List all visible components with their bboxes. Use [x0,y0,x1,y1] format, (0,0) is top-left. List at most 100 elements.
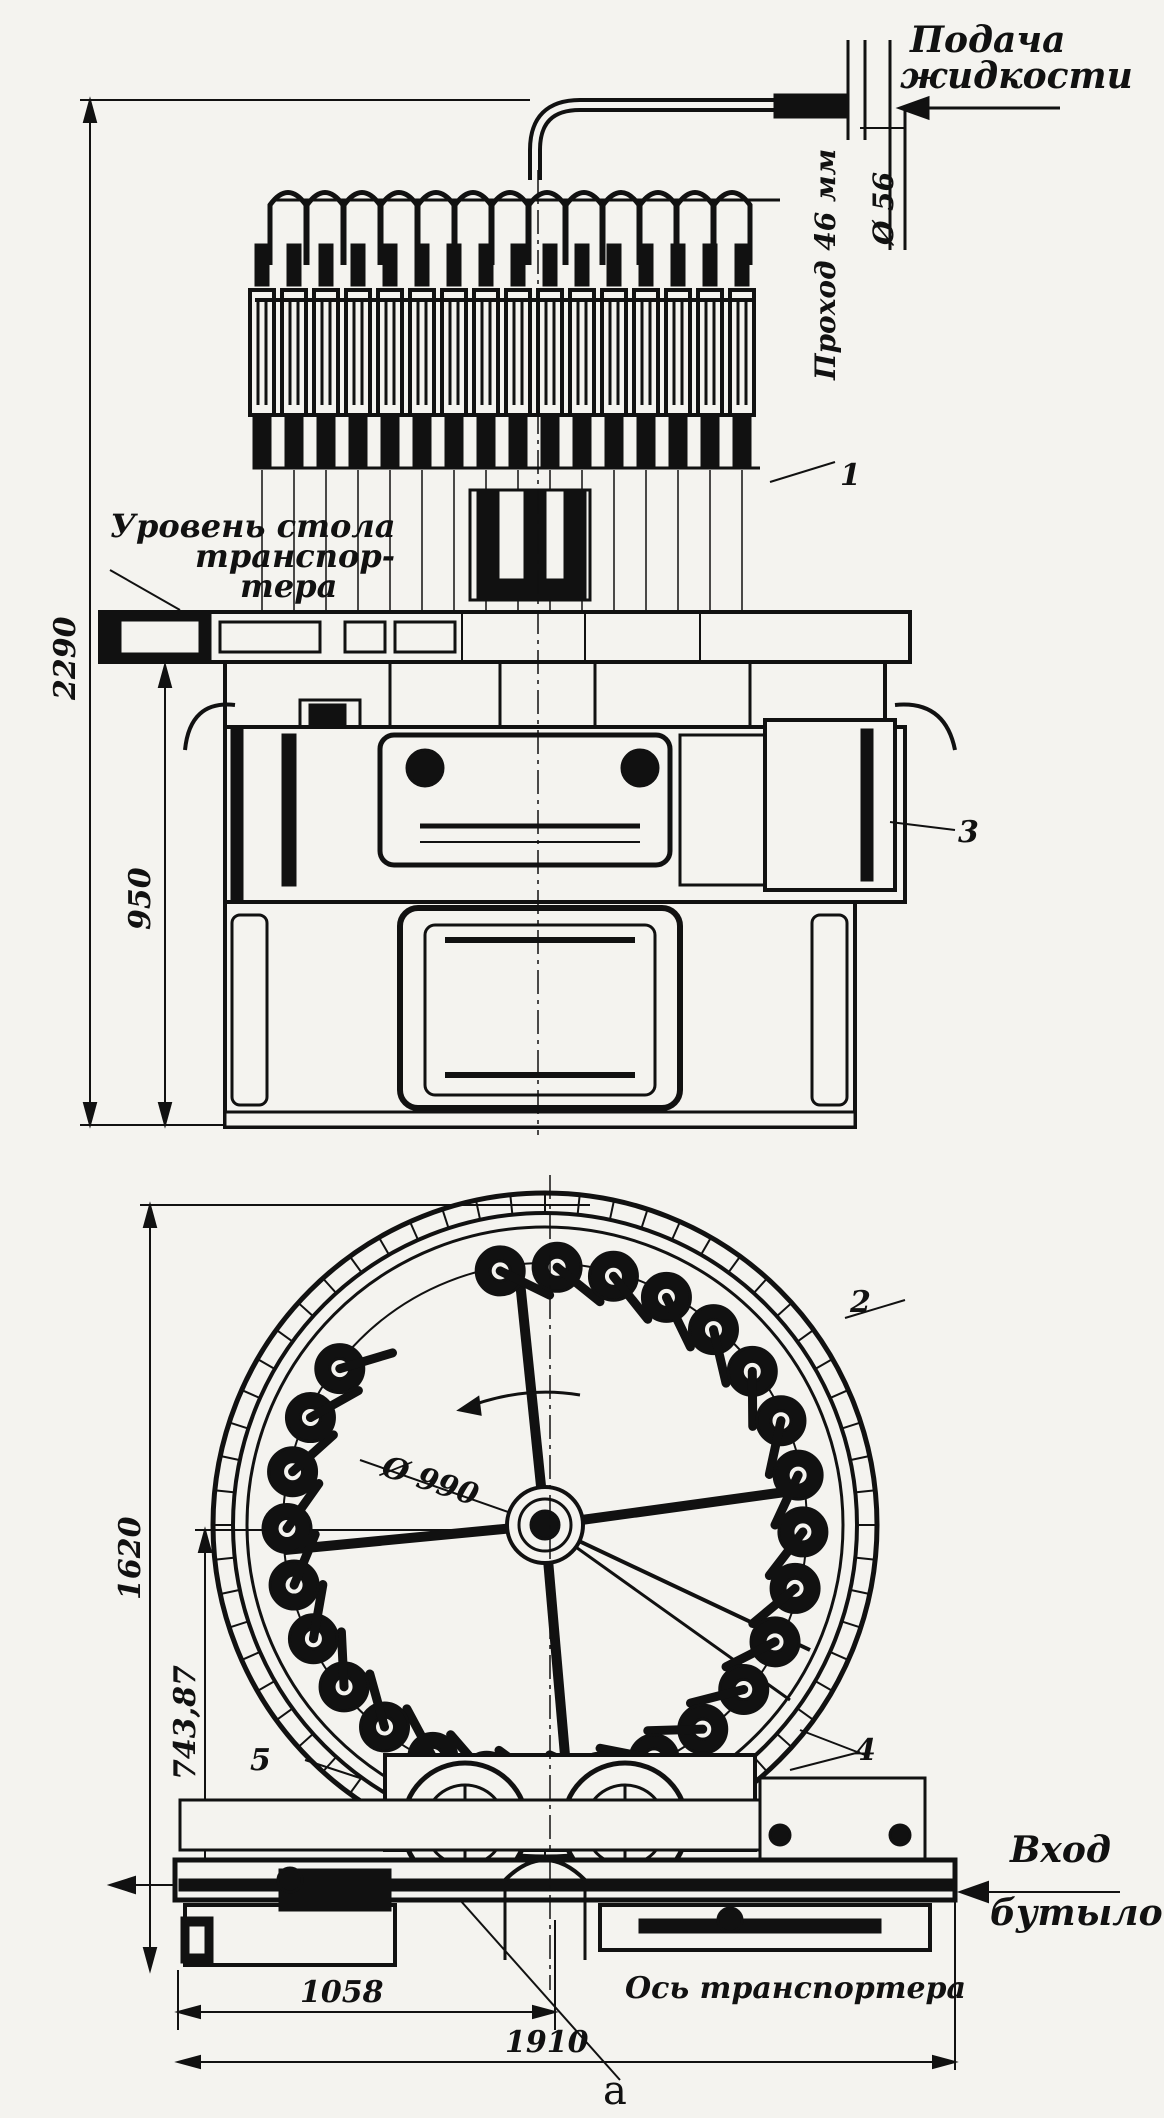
pass-size-label: Проход 46 мм [809,149,842,381]
dim-2290-label: 2290 [48,616,83,701]
holder-arm [289,1529,320,1590]
holder-arm [721,1637,780,1672]
valve-body [568,288,596,417]
conveyor-table [98,610,912,664]
valve-body [600,288,628,417]
rim-tick [243,1650,261,1661]
holder-arm [282,1479,324,1533]
rim-tick [216,1489,235,1494]
holder-arm [288,1430,338,1477]
valve-head [702,243,718,287]
rim-tick [849,1588,868,1595]
holder-arm [764,1527,808,1581]
figure-caption: а [603,2068,627,2114]
rim-tick [700,1238,711,1256]
valve-head [286,243,302,287]
rim-tick [841,1422,860,1430]
liquid-supply-label-line1: Подача [909,19,1065,61]
rim-tick [379,1238,390,1256]
rim-tick [855,1489,874,1494]
dim-1910-label: 1910 [505,2025,589,2060]
valve-nozzle [252,416,272,470]
dim-1058-label: 1058 [300,1975,384,2010]
valve-body [664,288,692,417]
valve-nozzle [636,416,656,470]
valve-nozzle [572,416,592,470]
valve-nozzle [348,416,368,470]
table-level-label-line2: транспор- [195,537,395,575]
rim-tick [829,1650,847,1661]
supply-pipe [528,40,1060,250]
holder-arm [495,1266,555,1300]
diameter-56-label: Ø 56 [867,172,900,247]
rim-tick [855,1556,874,1561]
rim-tick [509,1196,514,1215]
valve-nozzle [508,416,528,470]
holder-arm [552,1262,605,1307]
lower-base [223,900,857,1129]
table-level-label-line3: тера [240,567,337,605]
callout-5: 5 [250,1743,271,1778]
callout-1: 1 [840,458,861,493]
valve-head [574,243,590,287]
upper-body [183,660,957,751]
valve-nozzle [668,416,688,470]
valve-head [670,243,686,287]
valve-body [376,288,404,417]
table-level-label-line1: Уровень стола [110,507,395,545]
holder-arm [770,1470,803,1530]
side-view [80,40,1060,1135]
valve-body [696,288,724,417]
bottle-conveyor [172,1776,958,1967]
valve-body [536,288,564,417]
rim-tick [776,1733,791,1747]
bottle-holders [261,1241,829,1809]
rim-tick [829,1389,847,1400]
conveyor-axis-label: Ось транспортера [625,1971,966,2006]
holder-arm [685,1685,749,1708]
rim-tick [849,1455,868,1462]
manifold-loop [711,190,753,265]
rim-tick [841,1620,860,1628]
valve-head [542,243,558,287]
valve-body [280,288,308,417]
rim-tick [299,1733,314,1747]
valve-body [504,288,532,417]
holder-arm [308,1580,328,1644]
manifold-loops [267,190,780,265]
rim-tick [323,1756,337,1771]
valve-body [248,288,276,417]
valve-body [632,288,660,417]
rim-tick [230,1422,249,1430]
rim-tick [277,1707,294,1720]
holder-arm [365,1669,390,1732]
valve-nozzle [476,416,496,470]
rim-tick [796,1330,813,1343]
top-dimensions [106,1201,1120,2070]
top-view [106,1175,1120,2081]
holder-arm [336,1627,349,1692]
side-dimensions [80,96,956,1129]
central-column [468,488,592,602]
valve-nozzle [412,416,432,470]
rim-tick [814,1680,832,1691]
valve-nozzle [380,416,400,470]
liquid-supply-label-line2: жидкости [900,55,1133,97]
valve-nozzle [732,416,752,470]
filling-valves [248,243,760,612]
bottle-input-label-line2: бутылок [990,1892,1164,1934]
callout-3: 3 [958,815,979,850]
rim-tick [222,1588,241,1595]
holder-arm [335,1348,397,1374]
rim-tick [243,1389,261,1400]
rim-tick [258,1359,276,1370]
valve-nozzle [284,416,304,470]
rim-tick [323,1279,337,1294]
valve-nozzle [316,416,336,470]
holder-arm [402,1704,438,1762]
valve-head [318,243,334,287]
valve-head [734,243,750,287]
valve-body [440,288,468,417]
rim-tick [222,1455,241,1462]
valve-head [382,243,398,287]
